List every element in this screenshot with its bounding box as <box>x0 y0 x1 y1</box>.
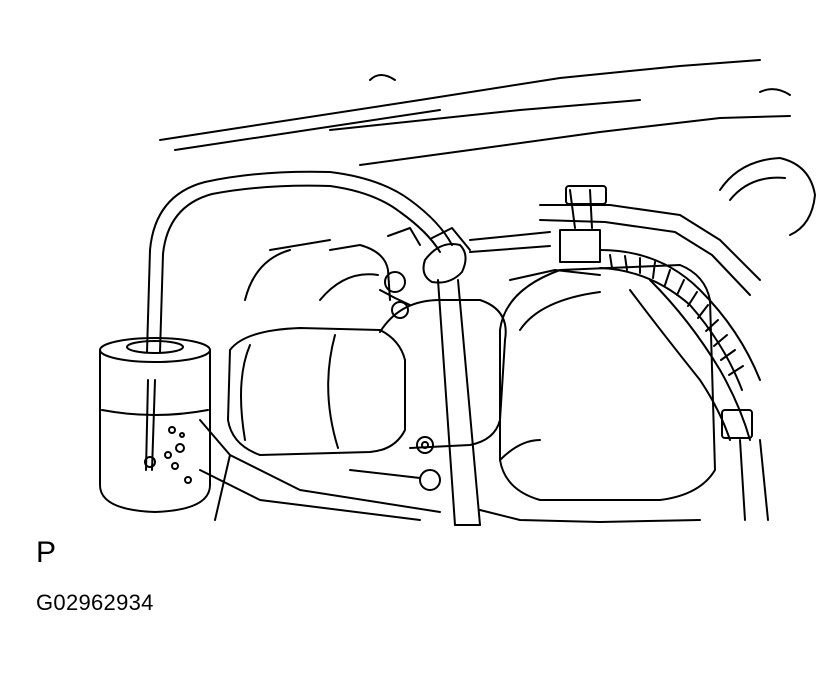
figure-marker: P <box>36 536 57 569</box>
container <box>100 338 210 512</box>
master-cylinder <box>228 240 506 490</box>
floor-lines <box>200 420 700 522</box>
reservoir-cap <box>720 158 815 235</box>
brake-pipes <box>470 186 760 295</box>
brake-bleeding-illustration <box>0 0 824 560</box>
bleeder-plug <box>380 228 420 318</box>
figure-code: G02962934 <box>36 590 154 615</box>
vinyl-tube <box>147 172 452 352</box>
corrugated-hose <box>600 250 768 520</box>
booster-cylinder <box>500 265 715 500</box>
body-panel-outline <box>160 60 790 165</box>
bleeder-wrench <box>424 228 480 525</box>
